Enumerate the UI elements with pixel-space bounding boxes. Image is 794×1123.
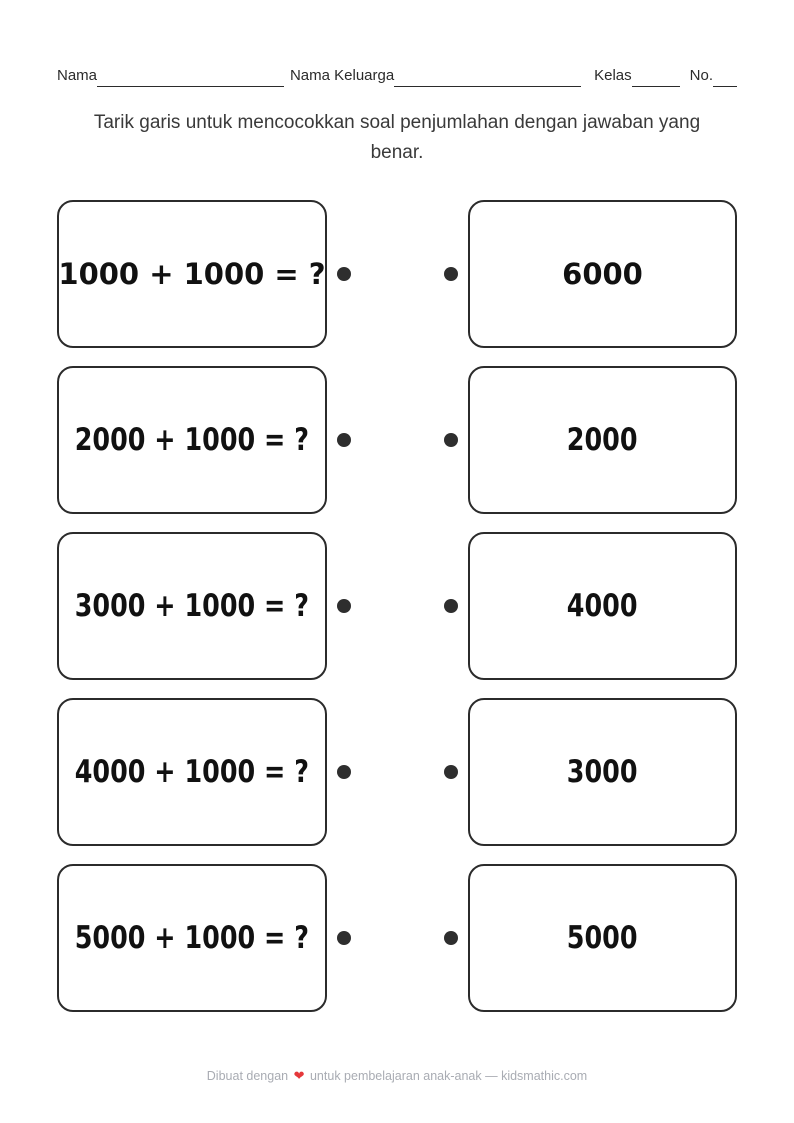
connector-dot-answer-5[interactable] <box>444 931 458 945</box>
footer-text-before: Dibuat dengan <box>206 1069 289 1083</box>
family-name-label: Nama Keluarga <box>289 67 395 84</box>
problem-card-1[interactable]: 1000 + 1000 = ? <box>57 200 327 348</box>
connector-dot-answer-1[interactable] <box>444 267 458 281</box>
answer-text: 2000 <box>567 422 638 458</box>
footer-text-after: untuk pembelajaran anak-anak — kidsmathi… <box>309 1069 588 1083</box>
answer-card-3[interactable]: 4000 <box>468 532 737 680</box>
problem-text: 4000 + 1000 = ? <box>74 754 310 790</box>
connector-dot-answer-3[interactable] <box>444 599 458 613</box>
name-label: Nama <box>57 67 98 84</box>
connector-dot-problem-2[interactable] <box>337 433 351 447</box>
student-info-header: Nama Nama Keluarga Kelas No. <box>57 66 737 87</box>
problem-card-3[interactable]: 3000 + 1000 = ? <box>57 532 327 680</box>
answer-card-4[interactable]: 3000 <box>468 698 737 846</box>
answer-text: 3000 <box>567 754 638 790</box>
answer-card-1[interactable]: 6000 <box>468 200 737 348</box>
match-row-2: 2000 + 1000 = ? 2000 <box>57 366 737 514</box>
instruction-text: Tarik garis untuk mencocokkan soal penju… <box>93 112 701 163</box>
problem-text: 1000 + 1000 = ? <box>58 257 326 291</box>
answer-card-2[interactable]: 2000 <box>468 366 737 514</box>
match-row-1: 1000 + 1000 = ? 6000 <box>57 200 737 348</box>
name-blank-line[interactable] <box>97 71 284 87</box>
answer-text: 4000 <box>567 588 638 624</box>
problem-card-2[interactable]: 2000 + 1000 = ? <box>57 366 327 514</box>
connector-dot-answer-4[interactable] <box>444 765 458 779</box>
footer-credit: Dibuat dengan ❤ untuk pembelajaran anak-… <box>0 1068 794 1084</box>
problem-card-5[interactable]: 5000 + 1000 = ? <box>57 864 327 1012</box>
answer-card-5[interactable]: 5000 <box>468 864 737 1012</box>
heart-icon: ❤ <box>293 1068 305 1083</box>
match-row-4: 4000 + 1000 = ? 3000 <box>57 698 737 846</box>
connector-dot-problem-3[interactable] <box>337 599 351 613</box>
connector-dot-problem-4[interactable] <box>337 765 351 779</box>
match-row-3: 3000 + 1000 = ? 4000 <box>57 532 737 680</box>
number-label: No. <box>689 67 713 84</box>
number-blank-line[interactable] <box>713 71 737 87</box>
matching-area: 1000 + 1000 = ? 6000 2000 + 1000 = ? 200… <box>57 200 737 1030</box>
problem-text: 5000 + 1000 = ? <box>74 920 310 956</box>
family-name-blank-line[interactable] <box>394 71 582 87</box>
match-row-5: 5000 + 1000 = ? 5000 <box>57 864 737 1012</box>
connector-dot-problem-5[interactable] <box>337 931 351 945</box>
class-blank-line[interactable] <box>631 71 680 87</box>
class-label: Kelas <box>594 67 632 84</box>
connector-dot-answer-2[interactable] <box>444 433 458 447</box>
problem-text: 2000 + 1000 = ? <box>74 422 310 458</box>
answer-text: 6000 <box>562 257 643 291</box>
answer-text: 5000 <box>567 920 638 956</box>
problem-text: 3000 + 1000 = ? <box>74 588 310 624</box>
problem-card-4[interactable]: 4000 + 1000 = ? <box>57 698 327 846</box>
connector-dot-problem-1[interactable] <box>337 267 351 281</box>
